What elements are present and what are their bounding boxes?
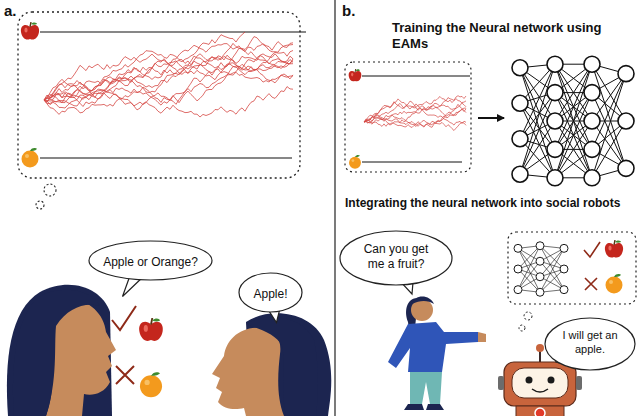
nn-unit xyxy=(536,273,544,281)
nn-unit xyxy=(584,85,600,101)
nn-unit xyxy=(584,170,600,186)
nn-unit xyxy=(514,265,522,273)
nn-unit xyxy=(547,170,563,186)
nn-unit xyxy=(560,244,568,252)
nn-unit xyxy=(560,265,568,273)
evidence-trace xyxy=(44,66,293,106)
evidence-trace xyxy=(44,42,293,103)
bubble-shape xyxy=(239,273,302,312)
speech-bubble: Apple! xyxy=(238,272,303,313)
training-arrow xyxy=(478,117,504,119)
nn-link xyxy=(555,64,592,149)
speech-text: I will get an apple. xyxy=(559,329,621,357)
panel-letter: a. xyxy=(4,2,17,20)
nn-unit xyxy=(512,60,528,76)
speech-bubble: Can you get me a fruit? xyxy=(339,230,453,286)
speech-text: Can you get me a fruit? xyxy=(354,242,438,272)
nn-link xyxy=(555,93,592,178)
nn-link xyxy=(555,64,592,149)
nn-unit xyxy=(512,131,528,147)
evidence-trace xyxy=(44,51,293,104)
nn-unit xyxy=(514,244,522,252)
nn-unit xyxy=(618,160,634,176)
evidence-trace xyxy=(364,96,466,122)
evidence-trace xyxy=(44,37,293,100)
nn-unit xyxy=(560,286,568,294)
nn-unit xyxy=(584,141,600,157)
person-head xyxy=(212,313,331,416)
evidence-trace xyxy=(44,54,293,100)
evidence-trace xyxy=(44,44,293,100)
training-box xyxy=(345,62,471,172)
nn-unit xyxy=(584,113,600,129)
nn-link xyxy=(555,93,592,178)
thought-box xyxy=(508,232,636,331)
bubble-shape xyxy=(89,241,212,280)
nn-unit xyxy=(536,242,544,250)
neural-network xyxy=(512,56,634,186)
nn-unit xyxy=(584,56,600,72)
speech-bubble: Apple or Orange? xyxy=(88,240,213,281)
panel-heading: Training the Neural network using EAMs xyxy=(392,20,632,51)
panel-heading: Integrating the neural network into soci… xyxy=(345,196,637,210)
nn-unit xyxy=(512,95,528,111)
panel-letter: b. xyxy=(342,2,355,20)
choice-marks xyxy=(112,306,163,397)
bubble-shape xyxy=(545,318,635,370)
nn-unit xyxy=(547,141,563,157)
nn-unit xyxy=(512,166,528,182)
nn-unit xyxy=(547,85,563,101)
nn-unit xyxy=(536,288,544,296)
speech-text: Apple or Orange? xyxy=(103,255,198,270)
bubble-shape xyxy=(340,231,452,285)
evidence-trace xyxy=(44,79,293,117)
evidence-trace xyxy=(364,120,466,131)
evidence-trace xyxy=(364,103,466,122)
nn-link xyxy=(592,74,626,150)
speech-text: Apple! xyxy=(253,287,287,302)
speech-bubble: I will get an apple. xyxy=(544,317,636,371)
nn-unit xyxy=(547,56,563,72)
person-figure xyxy=(388,297,486,411)
nn-unit xyxy=(536,257,544,265)
nn-unit xyxy=(618,113,634,129)
thought-box xyxy=(18,12,306,209)
person-head xyxy=(7,285,116,416)
evidence-trace xyxy=(44,54,293,108)
nn-unit xyxy=(547,113,563,129)
nn-unit xyxy=(618,66,634,82)
nn-unit xyxy=(514,286,522,294)
panel-divider xyxy=(334,0,335,416)
